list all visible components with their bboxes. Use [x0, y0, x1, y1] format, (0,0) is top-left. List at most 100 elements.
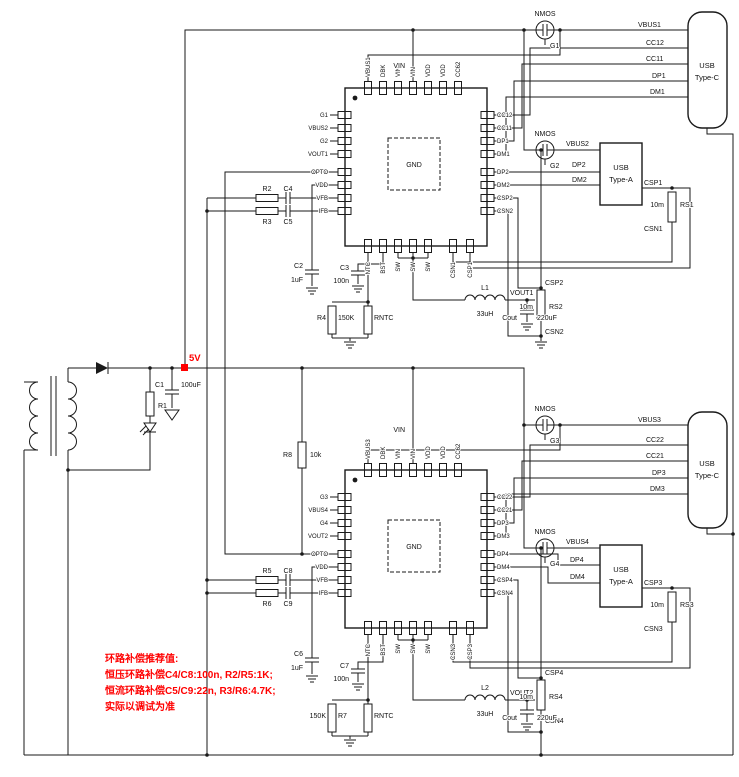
ic1-pin-label: DM2	[497, 183, 510, 189]
part-value-rs2: 10m	[519, 304, 533, 311]
net-label-vin-2: VIN	[393, 427, 405, 434]
gate-label-g2: G2	[550, 163, 559, 170]
part-label-c3: C3	[340, 265, 349, 272]
usb-typec-connector-2	[687, 411, 728, 529]
ic2-pin-label: CSN4	[497, 591, 514, 597]
ic2-pin-label: DM3	[497, 534, 510, 540]
typec2-label-type: Type-C	[695, 471, 720, 480]
part-label-cout1: Cout	[502, 315, 517, 322]
ic1-pin-label: VBUS2	[308, 126, 328, 132]
resistor-rntc2	[363, 703, 373, 733]
ic1-pin-label: VDD	[315, 183, 328, 189]
capacitor-c3	[351, 270, 365, 276]
note-line-1: 环路补偿推荐值:	[105, 652, 178, 665]
net-label-cc22: CC22	[646, 437, 664, 444]
typec2-label-usb: USB	[699, 459, 714, 468]
resistor-rntc1	[363, 305, 373, 335]
ic2-pin-label: VOUT2	[308, 534, 329, 540]
power-rail-label-5v: 5V	[189, 353, 201, 364]
part-value-rs3: 10m	[650, 602, 664, 609]
net-label-vbus2: VBUS2	[566, 141, 589, 148]
typea2-label-type: Type-A	[609, 577, 633, 586]
ic2-pin-label: VDD	[426, 446, 432, 459]
ic1-pin-label: VDD	[441, 64, 447, 77]
ic1-pin-label: SW	[411, 262, 417, 272]
ic2-pin-label: VBUS3	[366, 439, 372, 459]
part-label-r5: R5	[263, 568, 272, 575]
part-label-l1: L1	[481, 285, 489, 292]
ground-symbol	[343, 341, 357, 349]
part-value-c6: 1uF	[291, 665, 303, 672]
part-label-r6: R6	[263, 601, 272, 608]
ic2-pin-label: VDD	[315, 565, 328, 571]
net-label-csn1: CSN1	[644, 226, 663, 233]
net-label-cc12: CC12	[646, 40, 664, 47]
part-label-rntc2: RNTC	[374, 713, 393, 720]
capacitor-cout2	[520, 709, 534, 715]
ground-symbol	[520, 323, 534, 331]
wiring-port1-typec	[494, 29, 688, 155]
part-label-c6: C6	[294, 651, 303, 658]
ic2-pin-label: CC21	[497, 508, 513, 514]
ic2-pin-label: CSP3	[468, 643, 474, 659]
ic2-pin-label: G4	[320, 521, 329, 527]
ic1-pin-label: VIN	[396, 67, 402, 77]
part-value-l2: 33uH	[477, 711, 494, 718]
part-label-rntc1: RNTC	[374, 315, 393, 322]
inductor-l1	[464, 294, 506, 301]
ic1-pin-label: DM1	[497, 152, 510, 158]
part-label-c9: C9	[284, 601, 293, 608]
part-label-l2: L2	[481, 685, 489, 692]
capacitor-c9	[285, 587, 291, 599]
part-label-r4: R4	[317, 315, 326, 322]
part-label-cout2: Cout	[502, 715, 517, 722]
part-label-rs1: RS1	[680, 202, 694, 209]
ground-symbol	[520, 723, 534, 731]
resistor-rs1	[667, 191, 677, 223]
part-value-c3: 100n	[333, 278, 349, 285]
ic1-pin-label: VFB	[316, 196, 328, 202]
ic1-pin-label: NTC	[366, 261, 372, 274]
resistor-rs4	[536, 679, 546, 711]
wiring-ic2-left	[207, 496, 338, 674]
wiring-port3-typec	[494, 424, 688, 537]
nmos-q3	[535, 415, 555, 441]
wiring-ic1-bottom	[331, 253, 535, 341]
wiring-input-stage	[23, 367, 733, 756]
part-label-rs2: RS2	[549, 304, 563, 311]
part-value-cout1: 220uF	[537, 315, 557, 322]
part-label-c5: C5	[284, 219, 293, 226]
resistor-r8	[297, 441, 307, 469]
capacitor-cout1	[520, 309, 534, 315]
ic1-pin-label: DP1	[497, 139, 509, 145]
part-value-rs4: 10m	[519, 694, 533, 701]
ic1-pin-label: IFB	[319, 209, 328, 215]
ic2-pin-label: DP4	[497, 552, 509, 558]
ic2-pin-label: G3	[320, 495, 329, 501]
transformer-secondary-coil	[67, 381, 77, 451]
part-value-l1: 33uH	[477, 311, 494, 318]
nmos-type-label: NMOS	[535, 11, 556, 18]
ic1-pin-label: G1	[320, 113, 329, 119]
net-label-dm1: DM1	[650, 89, 665, 96]
ic2-pin-label: VBUS4	[308, 508, 328, 514]
ic1-pin-label: OPTO	[311, 170, 328, 176]
capacitor-c6	[305, 657, 319, 663]
part-label-r8: R8	[283, 452, 292, 459]
wiring-power-rails	[184, 29, 734, 755]
junction-dots	[66, 28, 735, 757]
ground-symbol	[305, 287, 319, 295]
ic1-pin-label: CC11	[497, 126, 513, 132]
ic1-pin-label: SW	[426, 262, 432, 272]
resistor-r3	[255, 207, 279, 215]
ic1-pin-label: DP2	[497, 170, 509, 176]
net-label-vbus3: VBUS3	[638, 417, 661, 424]
net-label-csp4: CSP4	[545, 670, 563, 677]
part-value-rs1: 10m	[650, 202, 664, 209]
ic2-pin-label: BST	[381, 644, 387, 656]
net-label-csp3: CSP3	[644, 580, 662, 587]
nmos-q4	[535, 538, 555, 564]
part-label-c4: C4	[284, 186, 293, 193]
